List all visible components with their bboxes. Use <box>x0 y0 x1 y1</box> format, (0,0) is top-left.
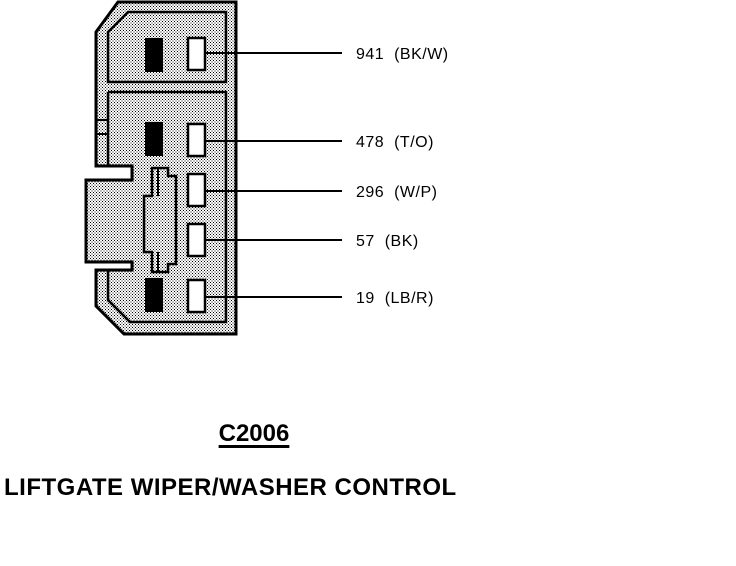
connector-name: LIFTGATE WIPER/WASHER CONTROL <box>4 474 457 501</box>
latch-tab-outline <box>142 166 178 274</box>
upper-chamber <box>106 10 228 84</box>
pin-3 <box>186 172 207 208</box>
pin-4 <box>186 222 207 258</box>
cavity-block <box>145 122 163 156</box>
pin-label-1: 941 (BK/W) <box>356 46 449 63</box>
pin-1 <box>186 36 207 72</box>
connector-id-text: C2006 <box>218 420 290 447</box>
cavity-block <box>145 278 163 312</box>
lower-chamber <box>106 90 228 324</box>
pin-2 <box>186 122 207 158</box>
pin-5 <box>186 278 207 314</box>
connector-id: C2006 <box>0 420 508 448</box>
pin-label-4: 57 (BK) <box>356 233 419 250</box>
pin-label-2: 478 (T/O) <box>356 134 434 151</box>
cavity-block <box>145 38 163 72</box>
pin-label-3: 296 (W/P) <box>356 184 437 201</box>
pin-label-5: 19 (LB/R) <box>356 290 434 307</box>
